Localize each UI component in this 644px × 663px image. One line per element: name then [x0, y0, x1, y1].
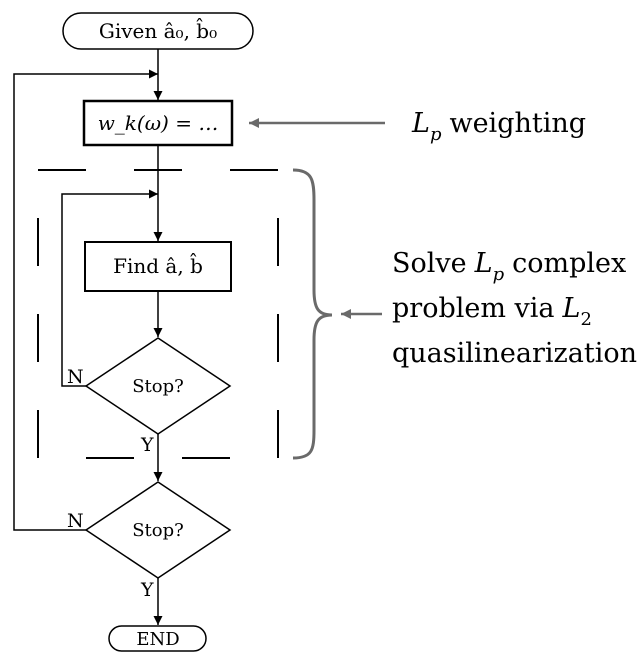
weighting-node: w_k(ω) = …	[82, 99, 234, 147]
start-node: Given â₀, b̂₀	[62, 12, 254, 50]
outer-stop-decision: Stop?	[84, 481, 232, 579]
solve-line1-symbol: L	[474, 248, 493, 279]
outer-no-label: N	[67, 510, 84, 532]
inner-yes-label: Y	[140, 434, 154, 456]
outer-yes-label: Y	[140, 579, 154, 601]
start-label: Given â₀, b̂₀	[99, 17, 217, 43]
solve-annotation-line3: quasilinearization	[392, 338, 637, 369]
end-label: END	[136, 629, 179, 650]
outer-no-loop-line	[13, 69, 158, 531]
solve-line2-subscript: 2	[580, 309, 591, 330]
solve-line2-prefix: problem via	[392, 293, 555, 324]
solve-line1-prefix: Solve	[392, 248, 467, 279]
inner-no-loop-line	[61, 189, 158, 387]
outer-stop-label: Stop?	[132, 520, 184, 541]
solve-line1-subscript: p	[493, 264, 505, 285]
find-label: Find â, b̂	[113, 252, 203, 278]
solve-line1-suffix: complex	[512, 248, 626, 279]
weighting-annotation: Lp weighting	[411, 108, 586, 145]
weight-formula: w_k(ω) = …	[98, 111, 219, 135]
weighting-subscript: p	[430, 124, 442, 145]
inner-no-label: N	[67, 366, 84, 388]
inner-stop-label: Stop?	[132, 376, 184, 397]
weighting-text: weighting	[449, 108, 586, 139]
group-brace	[292, 168, 333, 460]
inner-stop-decision: Stop?	[84, 337, 232, 435]
end-node: END	[108, 625, 207, 652]
solve-line2-symbol: L	[562, 293, 581, 324]
weighting-symbol: L	[411, 108, 430, 139]
find-node: Find â, b̂	[84, 241, 232, 292]
